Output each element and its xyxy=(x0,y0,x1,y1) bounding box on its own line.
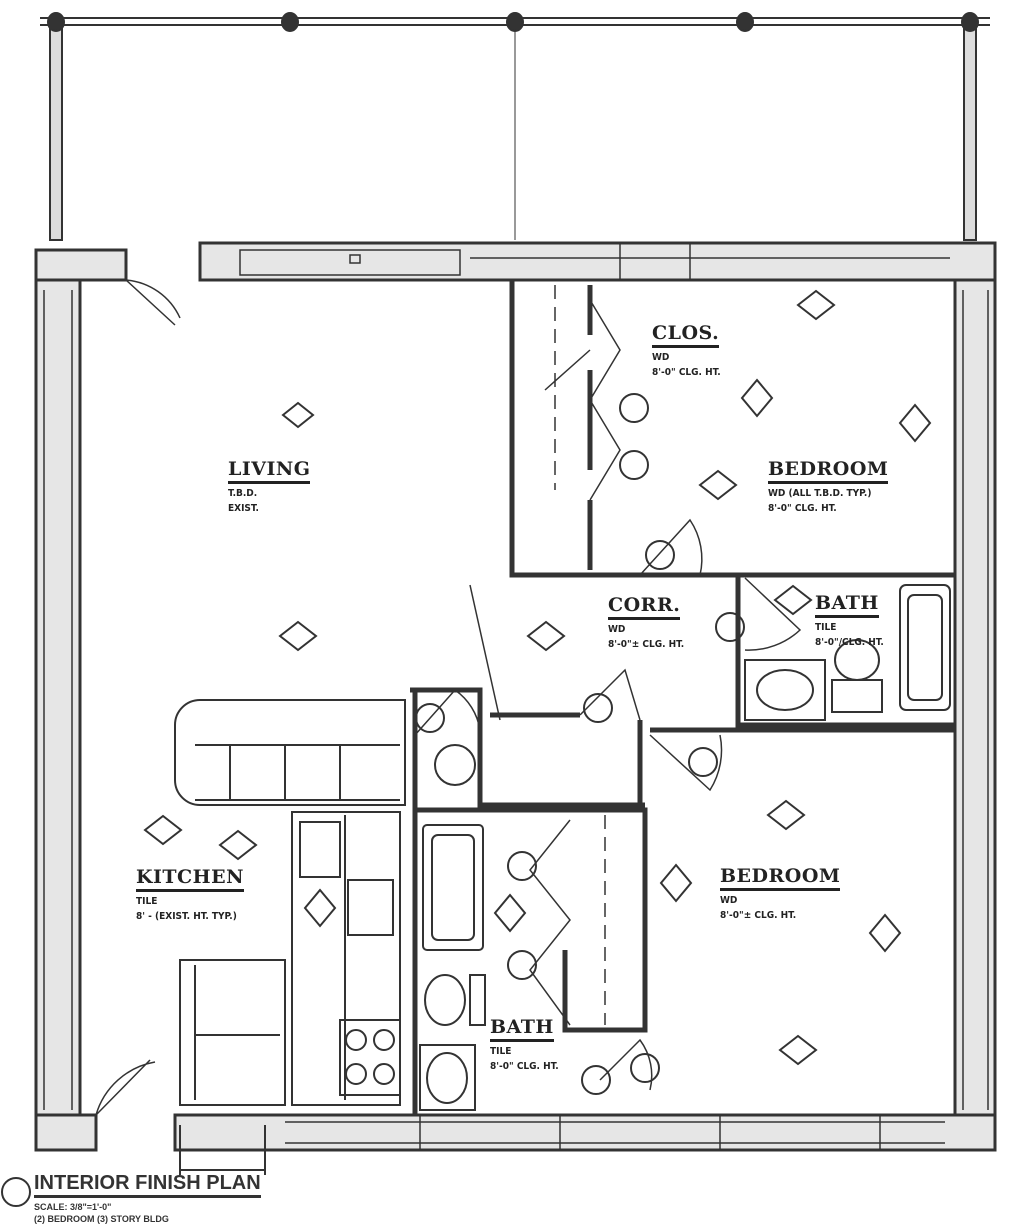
room-height: EXIST. xyxy=(228,503,259,514)
doors xyxy=(95,279,802,1116)
room-height: 8'-0" CLG. HT. xyxy=(768,503,837,514)
balcony-railing xyxy=(40,12,990,241)
room-label-bedroom-2: BEDROOM WD 8'-0"± CLG. HT. xyxy=(720,865,841,921)
room-label-closet: CLOS. WD 8'-0" CLG. HT. xyxy=(652,322,721,378)
room-finish: TILE xyxy=(136,896,158,907)
room-height: 8'-0"± CLG. HT. xyxy=(608,639,685,650)
finish-tag-symbols xyxy=(1,289,932,1207)
room-finish: WD (ALL T.B.D. TYP.) xyxy=(768,488,872,499)
room-finish: WD xyxy=(652,352,670,363)
room-label-bath-2: BATH TILE 8'-0" CLG. HT. xyxy=(490,1016,559,1072)
room-name: CORR. xyxy=(608,594,681,620)
room-name: BATH xyxy=(490,1016,554,1042)
room-name: BEDROOM xyxy=(720,865,841,891)
room-finish: T.B.D. xyxy=(228,488,258,499)
leader-line xyxy=(469,584,501,721)
room-label-corridor: CORR. WD 8'-0"± CLG. HT. xyxy=(608,594,684,650)
kitchen-cabinets xyxy=(174,699,406,1175)
drawing-scale: SCALE: 3/8"=1'-0" xyxy=(34,1202,112,1212)
room-name: KITCHEN xyxy=(136,866,244,892)
room-name: LIVING xyxy=(228,458,311,484)
closet-doors xyxy=(529,285,621,1026)
bath-fixtures xyxy=(419,584,951,1111)
room-label-bath-1: BATH TILE 8'-0"/CLG. HT. xyxy=(815,592,884,648)
room-name: BEDROOM xyxy=(768,458,889,484)
room-height: 8'-0" CLG. HT. xyxy=(652,367,721,378)
room-finish: WD xyxy=(720,895,738,906)
room-finish: TILE xyxy=(815,622,837,633)
room-label-living: LIVING T.B.D. EXIST. xyxy=(228,458,311,514)
room-name: CLOS. xyxy=(652,322,720,348)
drawing-note: (2) BEDROOM (3) STORY BLDG xyxy=(34,1214,169,1224)
room-label-bedroom-1: BEDROOM WD (ALL T.B.D. TYP.) 8'-0" CLG. … xyxy=(768,458,889,514)
room-height: 8' - (EXIST. HT. TYP.) xyxy=(136,911,237,922)
room-finish: WD xyxy=(608,624,626,635)
room-finish: TILE xyxy=(490,1046,512,1057)
interior-walls xyxy=(410,280,955,1115)
room-height: 8'-0"± CLG. HT. xyxy=(720,910,797,921)
room-name: BATH xyxy=(815,592,879,618)
room-height: 8'-0" CLG. HT. xyxy=(490,1061,559,1072)
drawing-title: INTERIOR FINISH PLAN xyxy=(34,1172,261,1198)
wall-hatching xyxy=(43,243,989,1150)
room-height: 8'-0"/CLG. HT. xyxy=(815,637,884,648)
room-label-kitchen: KITCHEN TILE 8' - (EXIST. HT. TYP.) xyxy=(136,866,244,922)
